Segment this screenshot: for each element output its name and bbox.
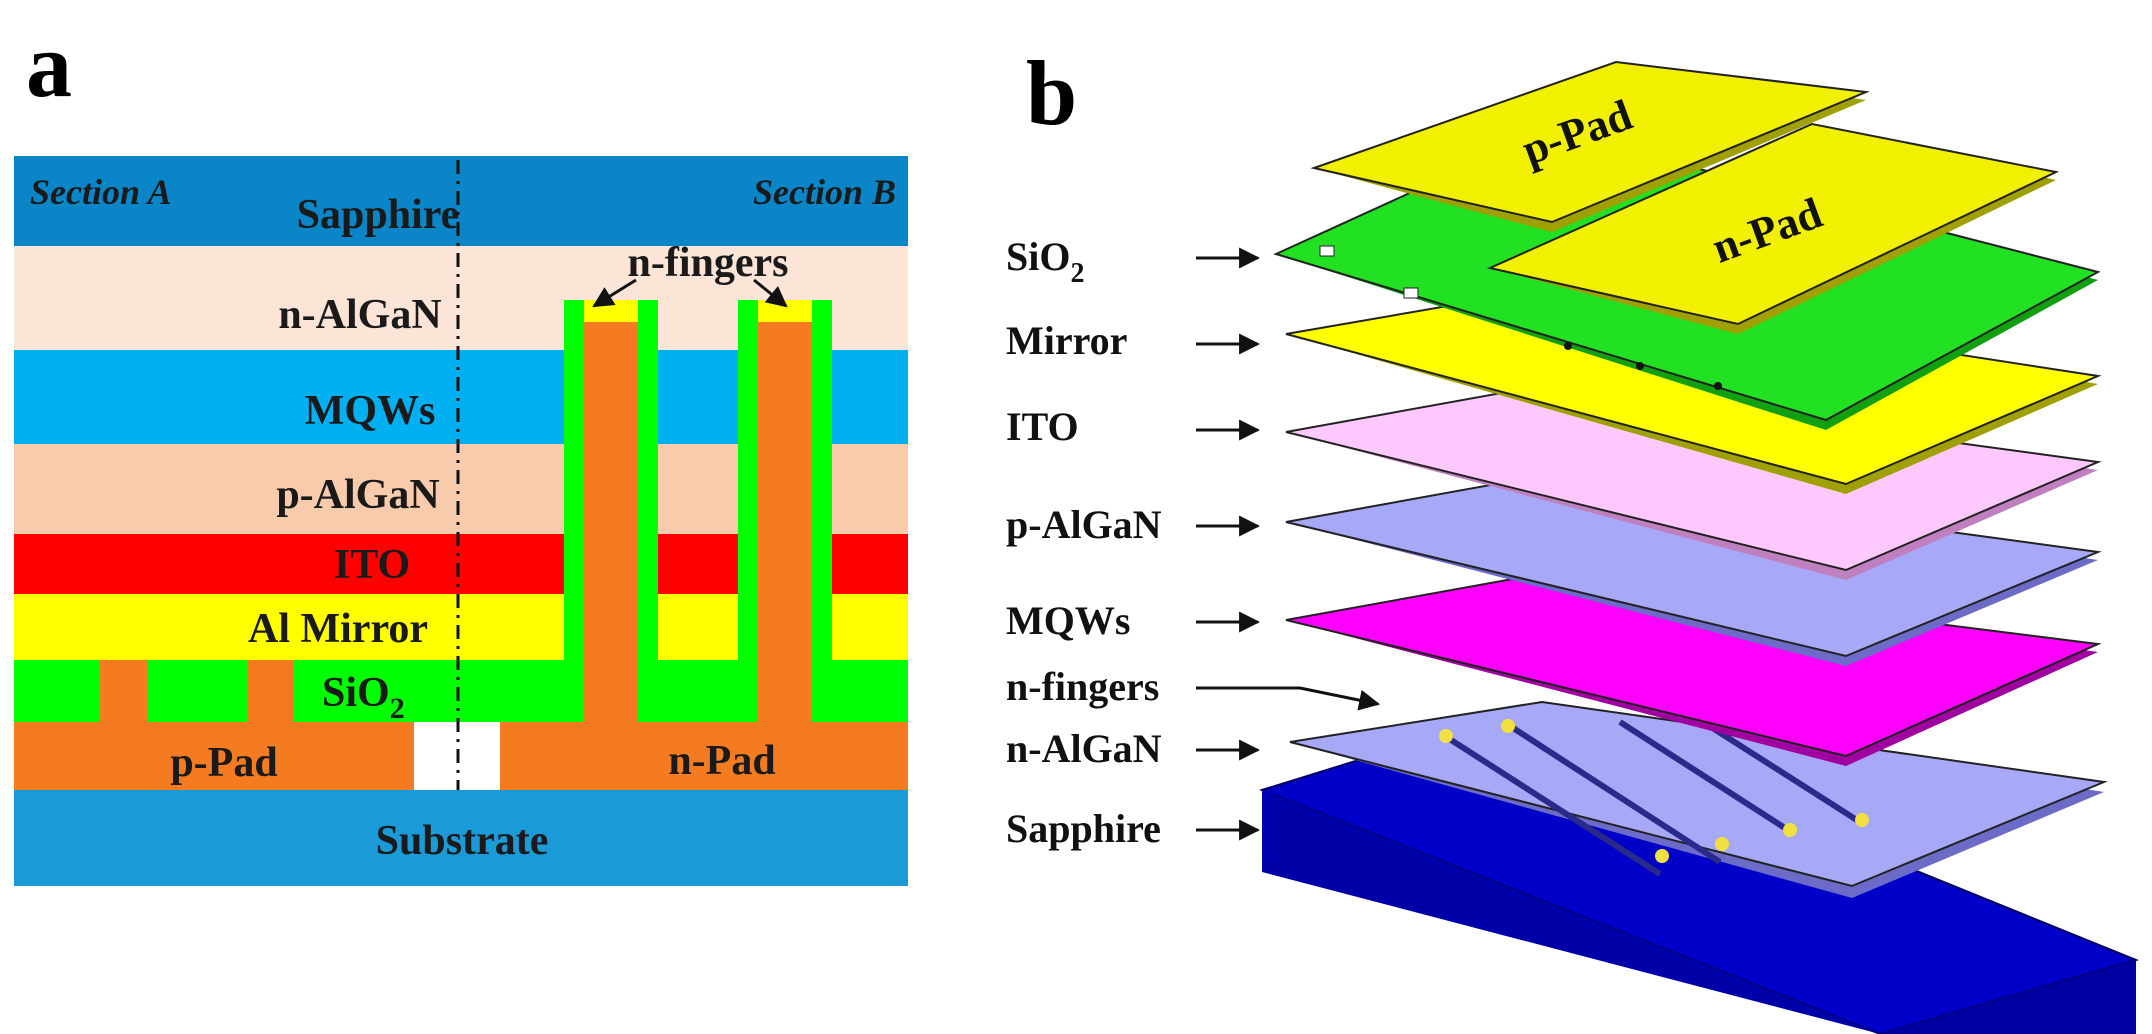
panel-a: a Section A Section B Sapphire n-AlGaN [14, 14, 908, 886]
b-finger-line-3 [1618, 719, 1790, 833]
b-label-sio2-sub: 2 [1070, 258, 1084, 289]
b-label-ito: ITO [1006, 404, 1079, 449]
substrate-layer [14, 790, 908, 886]
b-ito-plate [1285, 384, 2102, 580]
b-sio2-hole-2 [1403, 287, 1419, 299]
panel-b: b [1006, 42, 2140, 1034]
b-label-n-algan: n-AlGaN [1006, 726, 1162, 771]
panel-a-letter: a [26, 14, 72, 116]
n-fingers-arrow-left [592, 278, 637, 308]
sapphire-block-front [1262, 790, 1880, 1034]
sio2-label-main: SiO [322, 670, 390, 716]
b-finger-dot-2 [1501, 719, 1515, 733]
b-label-p-algan: p-AlGaN [1006, 502, 1162, 547]
b-sio2-dot-2 [1636, 362, 1644, 370]
sio2-label: SiO2 [322, 670, 405, 725]
b-p-pad-plate: p-Pad [1310, 60, 1870, 232]
sapphire-block-side [1262, 790, 1274, 860]
n-pad-label: n-Pad [668, 738, 775, 784]
n-finger-2-metal [758, 300, 812, 722]
substrate-label: Substrate [376, 818, 549, 864]
b-finger-line-1 [1446, 735, 1662, 877]
n-finger-1-tip [584, 300, 638, 322]
p-via-1 [100, 660, 148, 722]
n-fingers-label: n-fingers [628, 240, 789, 286]
section-a-label: Section A [30, 172, 172, 212]
section-b-label: Section B [753, 172, 896, 212]
p-algan-label: p-AlGaN [276, 472, 439, 518]
sapphire-label: Sapphire [297, 192, 460, 238]
sio2-label-sub: 2 [390, 692, 405, 725]
n-fingers-arrow-right [753, 278, 788, 308]
panel-b-letter: b [1026, 42, 1077, 144]
b-label-mqws: MQWs [1006, 598, 1130, 643]
b-finger-dot-3 [1655, 849, 1669, 863]
b-p-algan-plate [1285, 474, 2102, 666]
b-n-pad-plate: n-Pad [1486, 122, 2060, 334]
mirror-label: Al Mirror [248, 606, 428, 652]
b-sio2-hole-1 [1319, 245, 1335, 257]
n-algan-label: n-AlGaN [278, 292, 441, 338]
b-n-algan-plate [1289, 700, 2108, 898]
mqws-label: MQWs [305, 388, 436, 434]
b-finger-dot-1 [1439, 729, 1453, 743]
b-finger-line-4 [1698, 717, 1862, 825]
b-finger-line-2 [1508, 723, 1722, 865]
b-label-sapphire: Sapphire [1006, 806, 1161, 851]
b-label-n-fingers: n-fingers [1006, 664, 1159, 709]
b-label-mirror: Mirror [1006, 318, 1127, 363]
b-label-sio2: SiO2 [1006, 234, 1084, 289]
sapphire-block-right [1880, 960, 2136, 1034]
ito-label: ITO [334, 542, 410, 588]
b-sio2-dot-1 [1564, 342, 1572, 350]
b-label-sio2-main: SiO [1006, 234, 1070, 279]
b-arrow-n-fingers [1196, 686, 1381, 711]
b-finger-dot-4 [1715, 837, 1729, 851]
n-finger-1-metal [584, 300, 638, 722]
b-sio2-dot-3 [1714, 382, 1722, 390]
sapphire-layer [14, 156, 908, 246]
p-pad-label: p-Pad [170, 740, 277, 786]
b-finger-dot-5 [1783, 823, 1797, 837]
b-finger-dot-6 [1855, 813, 1869, 827]
p-via-2 [248, 660, 294, 722]
